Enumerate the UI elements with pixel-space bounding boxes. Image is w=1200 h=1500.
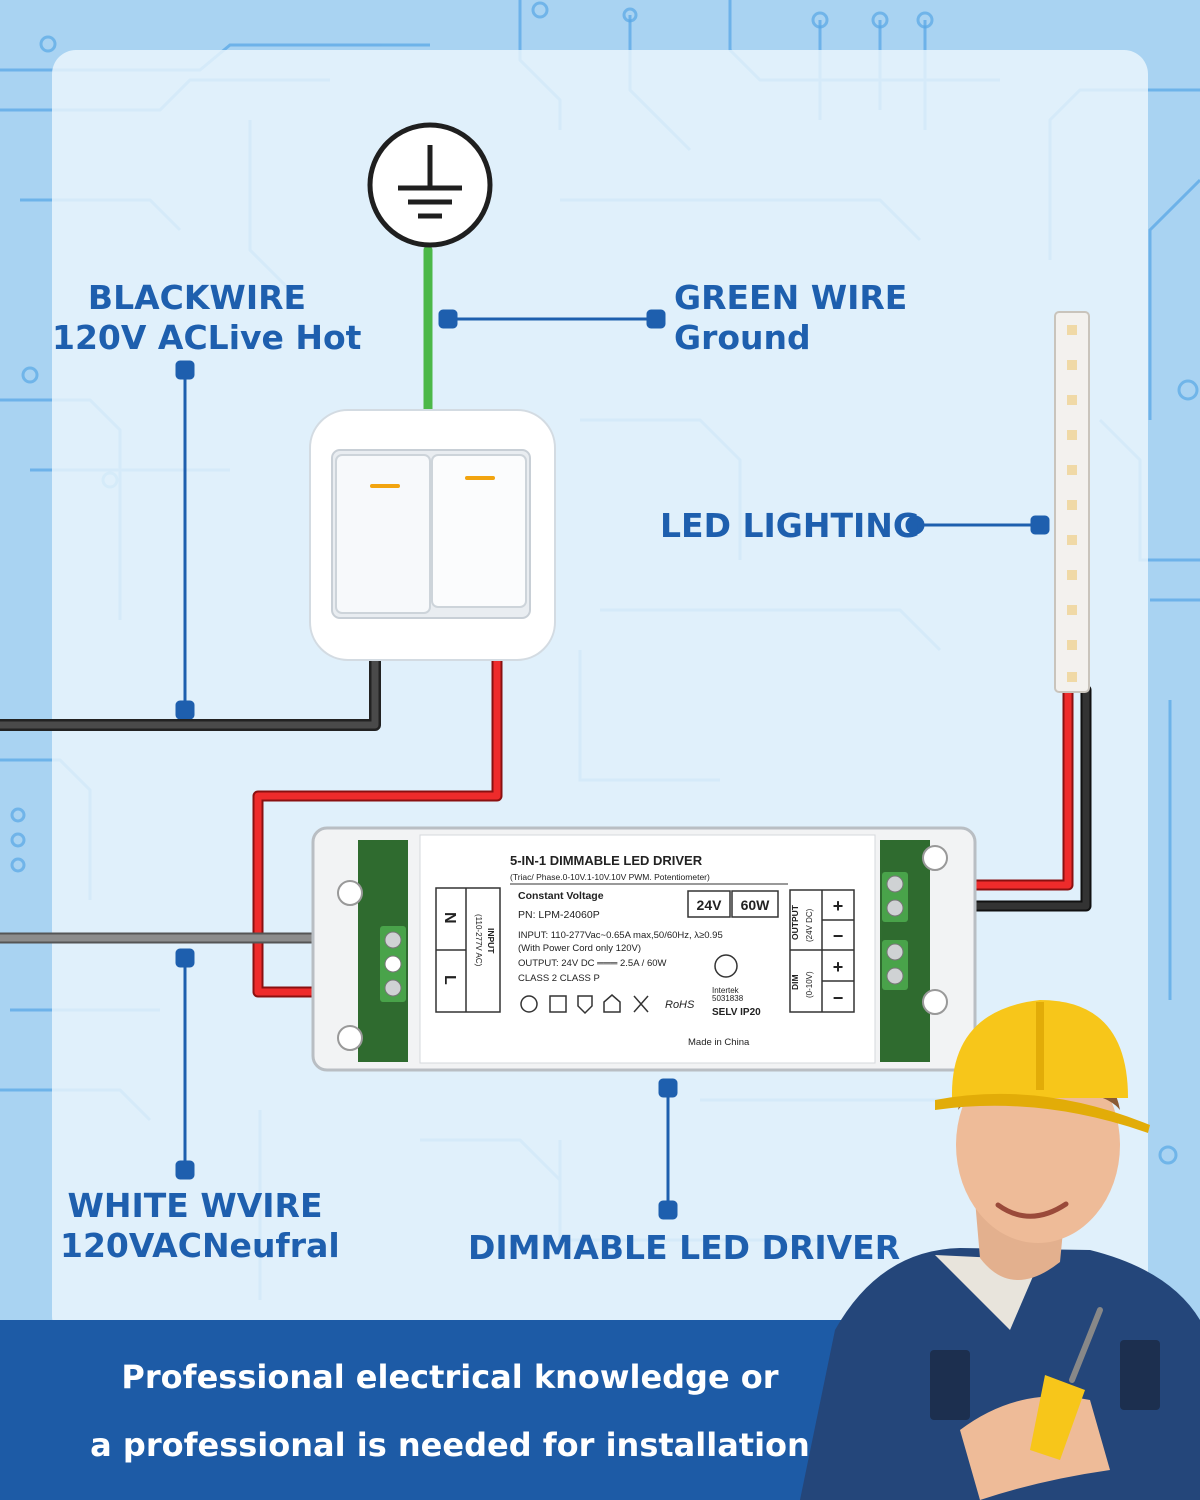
driver-constant-voltage: Constant Voltage	[518, 890, 604, 902]
driver-label: DIMMABLE LED DRIVER	[468, 1228, 901, 1267]
black-wire-label-line1: BLACKWIRE	[87, 278, 307, 317]
green-wire-label: GREEN WIRE Ground	[674, 278, 907, 358]
cert-symbols-icon	[520, 994, 649, 1015]
driver-class: CLASS 2 CLASS P	[518, 973, 600, 984]
driver-input-title: INPUT	[486, 928, 496, 954]
driver-voltage-badge: 24V	[697, 897, 723, 913]
white-wire-label: WHITE WVIRE 120VACNeufral	[60, 1186, 340, 1266]
driver-rating: SELV IP20	[712, 1007, 761, 1018]
black-wire	[0, 651, 379, 729]
driver-output-spec: OUTPUT: 24V DC ═══ 2.5A / 60W	[518, 958, 667, 969]
driver-dim-range: (0-10V)	[805, 971, 814, 998]
led-lighting-label: LED LIGHTING	[660, 506, 920, 545]
driver-dim-minus: −	[833, 988, 844, 1008]
driver-intertek: Intertek	[712, 986, 740, 995]
driver-output-range: (24V DC)	[805, 908, 814, 942]
led-strip-icon	[1054, 311, 1090, 693]
driver-wattage-badge: 60W	[741, 897, 771, 913]
driver-cert-no: 5031838	[712, 994, 744, 1003]
driver-output-title: OUTPUT	[790, 904, 800, 940]
screwdriver-icon	[1030, 1375, 1085, 1460]
green-wire-label-line1: GREEN WIRE	[674, 278, 908, 317]
etl-mark-icon	[714, 954, 738, 978]
white-wire-label-line2: 120VACNeufral	[60, 1226, 340, 1265]
driver-input-n: N	[441, 912, 458, 924]
driver-output-minus: −	[833, 926, 844, 946]
driver-rohs: RoHS	[665, 999, 695, 1011]
driver-pn: PN: LPM-24060P	[518, 909, 600, 921]
driver-power-cord: (With Power Cord only 120V)	[518, 943, 641, 954]
driver-input-range: (110-277V AC)	[474, 914, 483, 967]
driver-input-l: L	[441, 975, 458, 985]
driver-output-plus: +	[833, 896, 844, 916]
driver-dim-title: DIM	[790, 974, 800, 990]
driver-subtitle: (Triac/ Phase.0-10V.1-10V.10V PWM. Poten…	[510, 872, 710, 882]
driver-made-in: Made in China	[688, 1037, 750, 1048]
ground-symbol-icon	[367, 122, 493, 248]
black-wire-label-line2: 120V ACLive Hot	[52, 318, 362, 357]
black-wire-label: BLACKWIRE 120V ACLive Hot	[52, 278, 362, 358]
driver-dim-plus: +	[833, 957, 844, 977]
green-wire-label-line2: Ground	[674, 318, 811, 357]
white-wire-label-line1: WHITE WVIRE	[67, 1186, 323, 1225]
banner-line2: a professional is needed for installatio…	[90, 1426, 810, 1464]
red-wire-switch-driver	[254, 651, 501, 996]
driver-input-spec: INPUT: 110-277Vac~0.65A max,50/60Hz, λ≥0…	[518, 930, 723, 941]
led-driver-icon: 5-IN-1 DIMMABLE LED DRIVER (Triac/ Phase…	[311, 826, 977, 1072]
wall-switch-icon	[309, 409, 556, 661]
banner-line1: Professional electrical knowledge or	[121, 1358, 779, 1396]
driver-title: 5-IN-1 DIMMABLE LED DRIVER	[510, 853, 703, 868]
